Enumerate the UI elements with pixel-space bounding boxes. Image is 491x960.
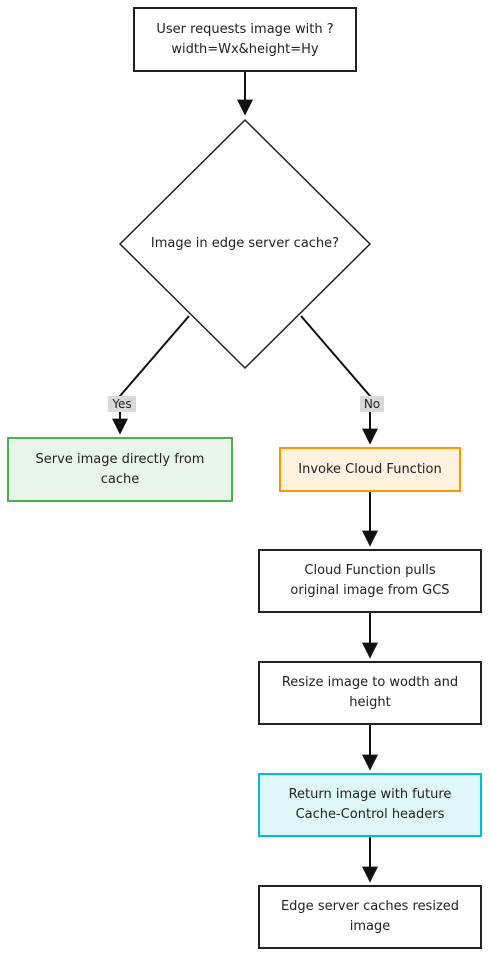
serve-from-cache-label: Serve image directly from cache <box>35 451 205 487</box>
pull-original-node: Cloud Function pulls original image from… <box>258 549 482 613</box>
return-image-label: Return image with future Cache-Control h… <box>288 787 452 822</box>
start-node-label: User requests image with ?width=Wx&heigh… <box>156 21 334 57</box>
invoke-cloud-function-node: Invoke Cloud Function <box>279 447 461 492</box>
no-edge-label: No <box>360 396 384 412</box>
yes-edge-label: Yes <box>108 396 136 412</box>
edge-caches-label: Edge server caches resized image <box>280 899 460 934</box>
return-image-node: Return image with future Cache-Control h… <box>258 773 482 837</box>
edge-yes <box>112 315 190 435</box>
decision-diamond <box>118 118 372 370</box>
edge-no <box>300 315 378 445</box>
resize-node: Resize image to wodth and height <box>258 661 482 725</box>
edge-caches-node: Edge server caches resized image <box>258 885 482 949</box>
serve-from-cache-node: Serve image directly from cache <box>7 437 233 502</box>
start-node: User requests image with ?width=Wx&heigh… <box>133 7 357 72</box>
decision-label: Image in edge server cache? <box>150 236 340 251</box>
pull-original-label: Cloud Function pulls original image from… <box>290 563 450 598</box>
invoke-cloud-function-label: Invoke Cloud Function <box>298 461 442 477</box>
resize-label: Resize image to wodth and height <box>281 675 459 710</box>
